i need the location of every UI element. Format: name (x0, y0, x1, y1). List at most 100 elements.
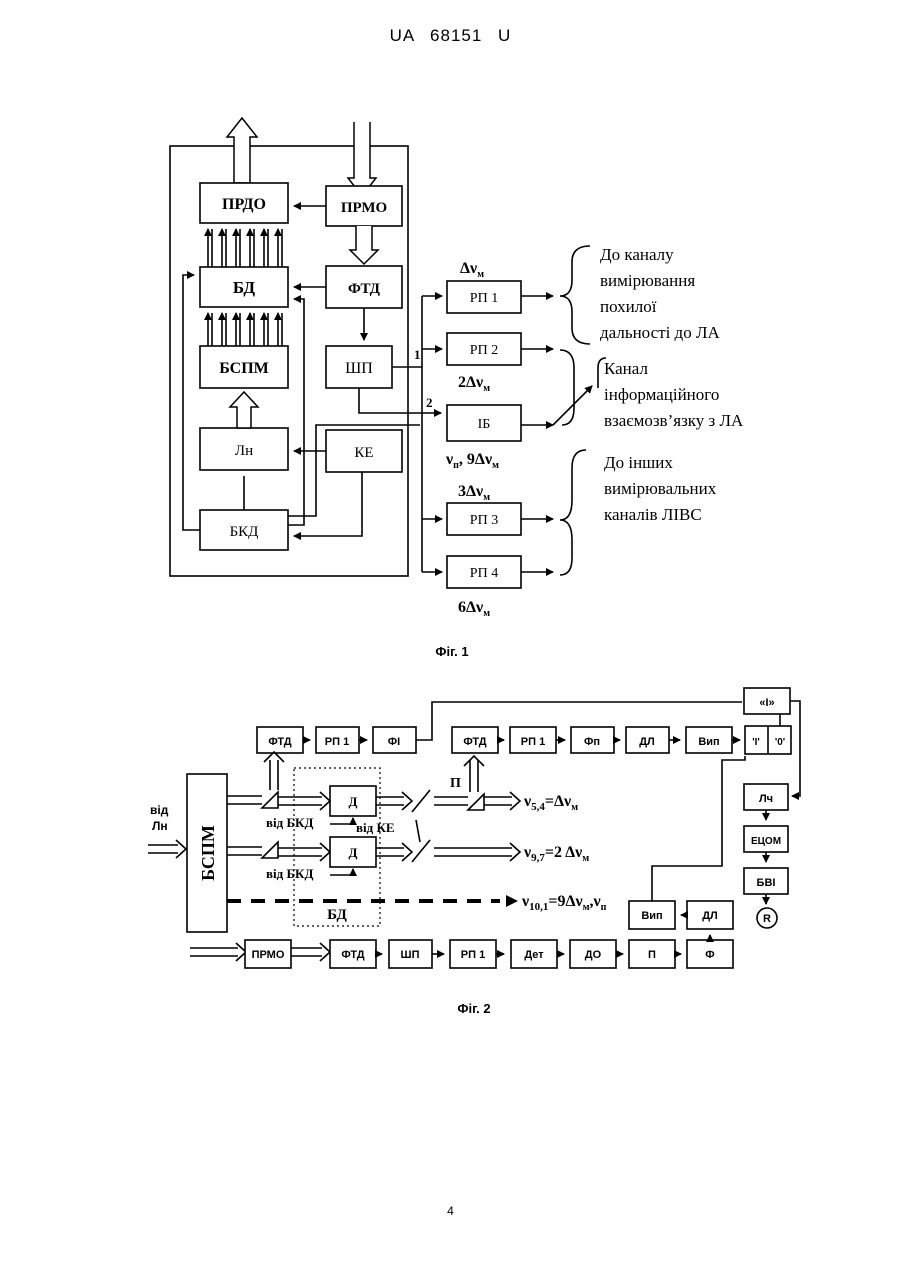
fig2-block-trigger: 'I' '0' (745, 726, 791, 754)
svg-text:Вип: Вип (641, 910, 662, 922)
fig1-block-prdo: ПРДО (200, 183, 288, 223)
fig2-block-vip-c: Вип (629, 901, 675, 929)
svg-text:від: від (150, 803, 169, 817)
fig2-block-fi: ФІ (373, 727, 416, 753)
svg-text:ФТД: ФТД (341, 949, 364, 961)
fig1-brace-3 (560, 450, 586, 575)
fig1-block-ib: ІБ (447, 405, 521, 441)
fig1-block-shp: ШП (326, 346, 392, 388)
fig2-switch-2 (412, 840, 430, 862)
svg-text:РП 2: РП 2 (470, 343, 498, 358)
svg-text:2: 2 (426, 395, 433, 410)
svg-text:інформаційного: інформаційного (604, 385, 719, 404)
fig1-block-bd: БД (200, 267, 288, 307)
svg-text:6Δνм: 6Δνм (458, 599, 490, 619)
fig1-block-ke: КЕ (326, 430, 402, 472)
fig1-block-bkd: БКД (200, 510, 288, 550)
fig1-block-ln: Лн (200, 428, 288, 470)
fig2-block-ftd-b: ФТД (452, 727, 498, 753)
svg-text:ФТД: ФТД (268, 736, 291, 748)
svg-text:БВІ: БВІ (757, 877, 776, 889)
svg-text:БД: БД (233, 278, 256, 297)
svg-text:ФТД: ФТД (348, 281, 381, 297)
fig2-block-rp1-a: РП 1 (316, 727, 359, 753)
fig1-note-3: До інших вимірювальних каналів ЛІВС (604, 453, 717, 524)
svg-text:П: П (648, 949, 656, 961)
svg-text:від БКД: від БКД (266, 815, 313, 830)
svg-text:До інших: До інших (604, 453, 673, 472)
svg-text:ШП: ШП (401, 949, 420, 961)
svg-text:РП 4: РП 4 (470, 566, 498, 581)
fig2-switch-1 (412, 790, 430, 812)
fig1-caption: Фіг. 1 (435, 644, 468, 659)
svg-text:«І»: «І» (759, 697, 774, 709)
svg-text:ДЛ: ДЛ (702, 910, 718, 922)
fig2-block-ftd-c: ФТД (330, 940, 376, 968)
fig2-block-prmo: ПРМО (245, 940, 291, 968)
svg-text:каналів ЛІВС: каналів ЛІВС (604, 505, 702, 524)
svg-text:РП 3: РП 3 (470, 513, 498, 528)
fig2-block-dl-c: ДЛ (687, 901, 733, 929)
svg-text:'I': 'I' (752, 737, 760, 748)
svg-text:ПРМО: ПРМО (252, 949, 285, 961)
fig2-block-bvi: БВІ (744, 868, 788, 894)
svg-text:3Δνм: 3Δνм (458, 483, 490, 503)
fig1-block-bspm: БСПМ (200, 346, 288, 388)
svg-text:дальності до ЛА: дальності до ЛА (600, 323, 720, 342)
svg-text:ФТД: ФТД (463, 736, 486, 748)
fig2-block-d1: Д (330, 786, 376, 816)
svg-text:До каналу: До каналу (600, 245, 674, 264)
fig1-block-rp1: РП 1 (447, 281, 521, 313)
fig1-note-2: Канал інформаційного взаємозв’язку з ЛА (604, 359, 744, 430)
svg-text:ДО: ДО (585, 949, 602, 961)
svg-text:РП 1: РП 1 (461, 949, 485, 961)
svg-text:КЕ: КЕ (354, 445, 373, 461)
fig2-block-fp: Фп (571, 727, 614, 753)
fig2-block-d2: Д (330, 837, 376, 867)
svg-text:Канал: Канал (604, 359, 648, 378)
svg-text:ШП: ШП (345, 360, 373, 377)
fig2-block-etsom: ЕЦОМ (744, 826, 788, 852)
svg-text:Лн: Лн (152, 819, 168, 833)
svg-text:БКД: БКД (230, 524, 259, 540)
svg-text:'0': '0' (775, 737, 785, 748)
svg-text:БД: БД (327, 907, 347, 923)
svg-text:νп, 9Δνм: νп, 9Δνм (445, 451, 499, 471)
svg-text:РП 1: РП 1 (470, 291, 498, 306)
fig1-note-1: До каналу вимірювання похилої дальності … (600, 245, 720, 342)
svg-text:ПРДО: ПРДО (222, 196, 266, 213)
svg-text:Лч: Лч (759, 793, 773, 805)
svg-text:Дет: Дет (524, 949, 544, 961)
svg-text:РП 1: РП 1 (521, 736, 545, 748)
svg-text:вимірювальних: вимірювальних (604, 479, 717, 498)
svg-text:Вип: Вип (698, 736, 719, 748)
svg-text:Д: Д (349, 845, 358, 860)
fig2-block-shp: ШП (389, 940, 432, 968)
fig2-block-rp1-b: РП 1 (510, 727, 556, 753)
svg-text:Ф: Ф (705, 949, 714, 961)
fig2-block-ftd-a: ФТД (257, 727, 303, 753)
svg-text:ν9,7=2 Δνм: ν9,7=2 Δνм (523, 844, 589, 864)
svg-text:взаємозв’язку з ЛА: взаємозв’язку з ЛА (604, 411, 744, 430)
svg-text:від КЕ: від КЕ (356, 820, 395, 835)
fig2-block-dl-b: ДЛ (626, 727, 669, 753)
fig2-block-rp1-c: РП 1 (450, 940, 496, 968)
figure-1: ПРДО ПРМО БД ФТД БСПМ ШП Лн КЕ (170, 118, 744, 659)
fig2-splitter-1 (262, 792, 278, 808)
fig2-caption: Фіг. 2 (457, 1001, 490, 1016)
svg-text:R: R (763, 913, 771, 925)
svg-text:ν10,1=9Δνм,νп: ν10,1=9Δνм,νп (521, 893, 607, 913)
svg-text:Фп: Фп (584, 736, 600, 748)
fig1-brace-1 (560, 246, 590, 344)
fig1-brace-2 (560, 350, 574, 425)
fig2-block-bspm: БСПМ (187, 774, 227, 932)
svg-text:похилої: похилої (600, 297, 657, 316)
svg-text:ІБ: ІБ (478, 417, 491, 432)
svg-text:вимірювання: вимірювання (600, 271, 695, 290)
fig2-block-p: П (629, 940, 675, 968)
fig2-block-and: «І» (744, 688, 790, 714)
svg-text:ПРМО: ПРМО (341, 200, 387, 216)
fig2-indicator-r: R (757, 908, 777, 928)
svg-text:Лн: Лн (235, 443, 253, 459)
